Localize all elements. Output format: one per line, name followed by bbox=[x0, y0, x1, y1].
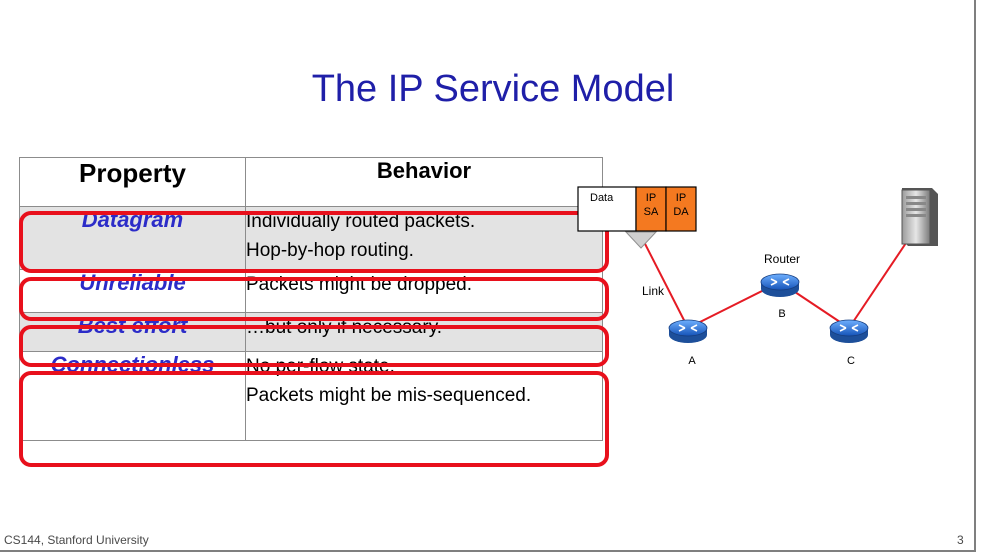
behavior-unreliable: Packets might be dropped. bbox=[245, 269, 603, 313]
footer-text: CS144, Stanford University bbox=[4, 533, 149, 547]
link-c-to-server bbox=[848, 239, 909, 329]
page-number: 3 bbox=[957, 533, 964, 547]
packet-pointer bbox=[624, 231, 658, 249]
table-row: Connectionless No per-flow state. Packet… bbox=[19, 351, 603, 441]
header-behavior: Behavior bbox=[245, 157, 603, 207]
table-row: Best effort …but only if necessary. bbox=[19, 312, 603, 352]
router-label: Router bbox=[764, 252, 800, 266]
table-row: Datagram Individually routed packets. Ho… bbox=[19, 206, 603, 270]
property-datagram: Datagram bbox=[19, 206, 246, 270]
packet-data-label: Data bbox=[590, 192, 614, 204]
behavior-connectionless: No per-flow state. Packets might be mis-… bbox=[245, 351, 603, 441]
node-label-a: A bbox=[688, 355, 696, 367]
packet-ip-sa-field bbox=[635, 186, 667, 232]
router-icon bbox=[829, 319, 869, 343]
behavior-line: Packets might be mis-sequenced. bbox=[246, 385, 532, 406]
property-best-effort: Best effort bbox=[19, 312, 246, 352]
behavior-line: Hop-by-hop routing. bbox=[246, 240, 414, 261]
slide-title: The IP Service Model bbox=[311, 68, 675, 110]
node-label-c: C bbox=[847, 355, 855, 367]
packet-ip-da-field bbox=[665, 186, 697, 232]
table-header-row: Property Behavior bbox=[19, 157, 603, 207]
behavior-datagram: Individually routed packets. Hop-by-hop … bbox=[245, 206, 603, 270]
table-row: Unreliable Packets might be dropped. bbox=[19, 269, 603, 313]
server-icon bbox=[901, 188, 938, 246]
behavior-line: Packets might be dropped. bbox=[246, 274, 473, 295]
ip-service-table: Property Behavior Datagram Individually … bbox=[19, 157, 603, 441]
behavior-line: …but only if necessary. bbox=[246, 317, 443, 338]
behavior-line: Individually routed packets. bbox=[246, 211, 476, 232]
router-icon bbox=[668, 319, 708, 343]
behavior-line: No per-flow state. bbox=[246, 356, 395, 377]
link-packet-to-a bbox=[639, 233, 689, 329]
behavior-best-effort: …but only if necessary. bbox=[245, 312, 603, 352]
router-icon bbox=[760, 273, 800, 297]
property-connectionless: Connectionless bbox=[19, 351, 246, 441]
node-label-b: B bbox=[778, 308, 785, 320]
property-unreliable: Unreliable bbox=[19, 269, 246, 313]
header-property: Property bbox=[19, 157, 246, 207]
link-label: Link bbox=[642, 284, 665, 298]
